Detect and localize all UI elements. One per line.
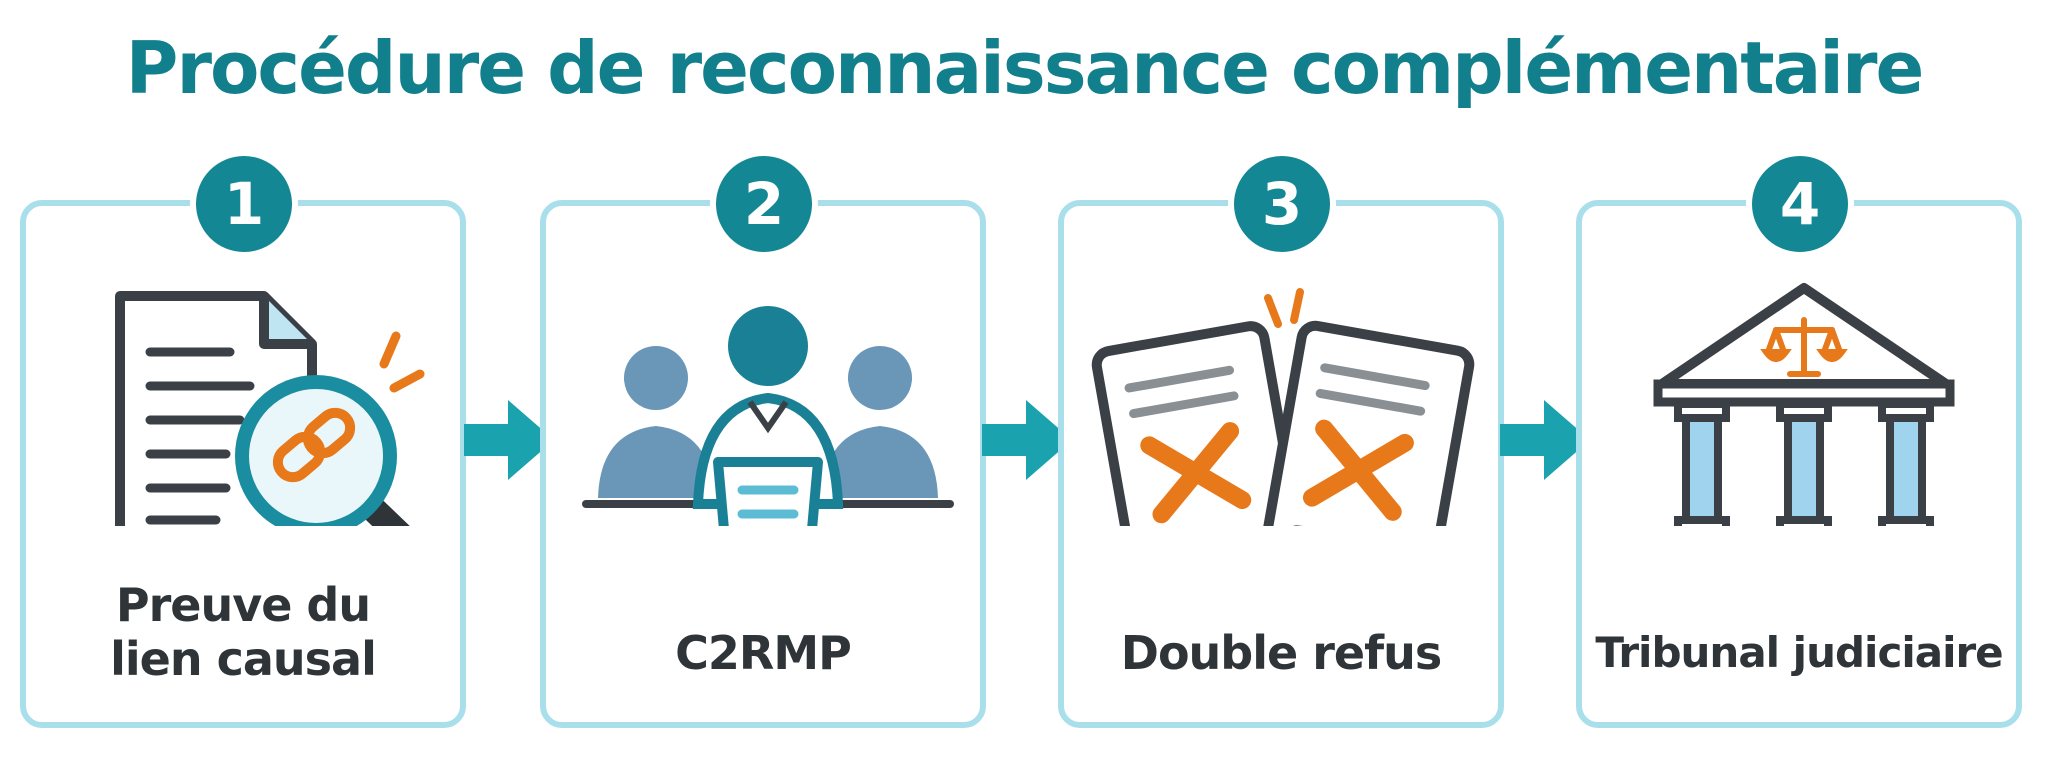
two-rejected-documents-icon: [1091, 288, 1475, 526]
step-label-4: Tribunal judiciaire: [1595, 628, 2003, 677]
step-label-1-line-1: Preuve du: [115, 578, 371, 632]
step-number-badge-4: 4: [1746, 150, 1854, 258]
step-card-3: Double refus: [1058, 200, 1504, 728]
step-card-1: Preuve du lien causal: [20, 200, 466, 728]
step-number-badge-3: 3: [1228, 150, 1336, 258]
document-magnifier-chain-icon: [115, 291, 425, 526]
step-card-2: C2RMP: [540, 200, 986, 728]
arrow-right-icon: [1500, 400, 1590, 480]
committee-meeting-icon: [582, 306, 954, 526]
arrow-right-icon: [982, 400, 1072, 480]
step-label-1: Preuve du lien causal: [26, 578, 460, 686]
arrow-right-icon: [464, 400, 554, 480]
step-label-1-line-2: lien causal: [110, 632, 377, 686]
courthouse-scales-icon: [1653, 283, 1955, 526]
step-card-4: Tribunal judiciaire: [1576, 200, 2022, 728]
step-number-badge-2: 2: [710, 150, 818, 258]
page-title: Procédure de reconnaissance complémentai…: [125, 26, 1925, 110]
step-number-badge-1: 1: [190, 150, 298, 258]
step-label-2: C2RMP: [675, 626, 852, 680]
step-label-3: Double refus: [1120, 626, 1442, 680]
